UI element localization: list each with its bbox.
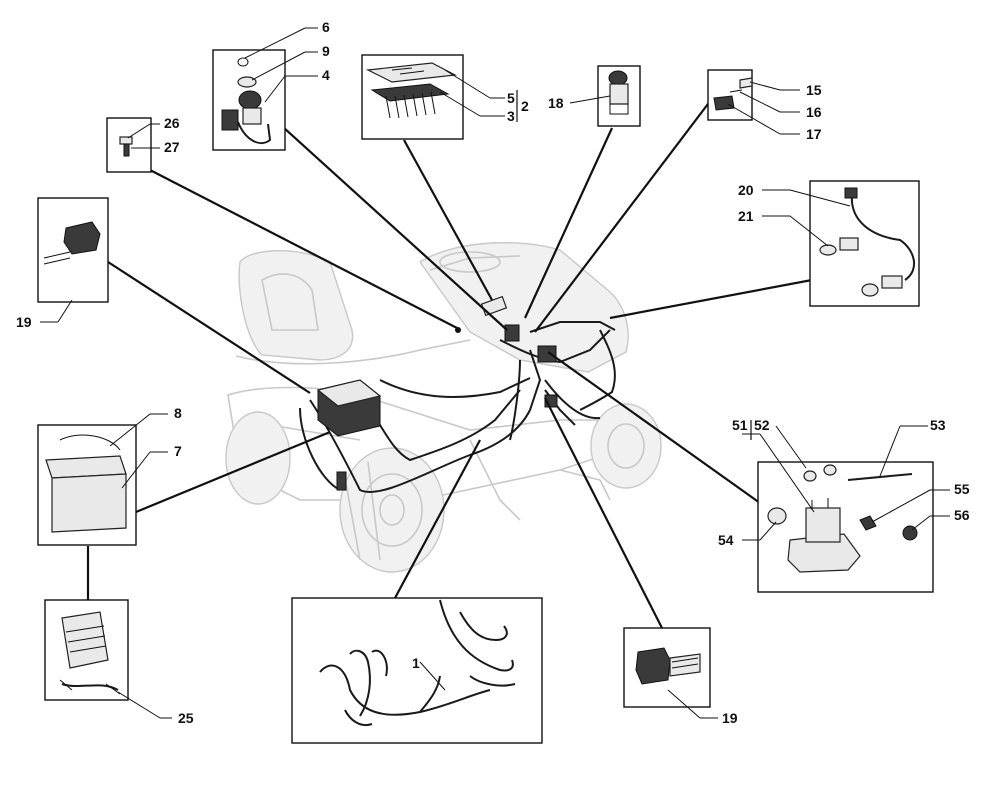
harness-box (291, 597, 543, 744)
switch-18-box (597, 65, 641, 127)
callout-7: 7 (174, 443, 182, 459)
callout-21: 21 (738, 208, 754, 224)
callout-51: 51 (732, 417, 748, 433)
callout-52: 52 (754, 417, 770, 433)
ignition-switch-box (212, 49, 286, 151)
installed-harness (299, 295, 616, 493)
callout-9: 9 (322, 43, 330, 59)
callout-18: 18 (548, 95, 564, 111)
callout-53: 53 (930, 417, 946, 433)
callout-25: 25 (178, 710, 194, 726)
lamp-harness-box (809, 180, 920, 307)
callout-56: 56 (954, 507, 970, 523)
callout-20: 20 (738, 182, 754, 198)
callout-8: 8 (174, 405, 182, 421)
callout-3: 3 (507, 108, 515, 124)
callout-17: 17 (806, 126, 822, 142)
callout-1: 1 (412, 655, 420, 671)
callout-labels: 6 9 4 26 27 5 3 2 18 15 16 17 20 21 19 8… (16, 19, 970, 726)
sensor-box (106, 117, 152, 173)
switch-19-right-box (623, 627, 711, 708)
battery-box (37, 424, 137, 546)
switch-19-left-box (37, 197, 109, 303)
callout-ticks (40, 27, 950, 719)
callout-26: 26 (164, 115, 180, 131)
dashboard-module-box (361, 54, 464, 140)
callout-55: 55 (954, 481, 970, 497)
callout-6: 6 (322, 19, 330, 35)
leader-lines (86, 95, 813, 629)
callout-54: 54 (718, 532, 734, 548)
tractor-silhouette (225, 242, 662, 573)
callout-27: 27 (164, 139, 180, 155)
callout-19-right: 19 (722, 710, 738, 726)
solenoid-box (757, 461, 934, 593)
callout-16: 16 (806, 104, 822, 120)
charger-box (44, 599, 129, 701)
callout-15: 15 (806, 82, 822, 98)
callout-4: 4 (322, 67, 330, 83)
callout-5: 5 (507, 90, 515, 106)
callout-2: 2 (521, 98, 529, 114)
callout-19-left: 19 (16, 314, 32, 330)
